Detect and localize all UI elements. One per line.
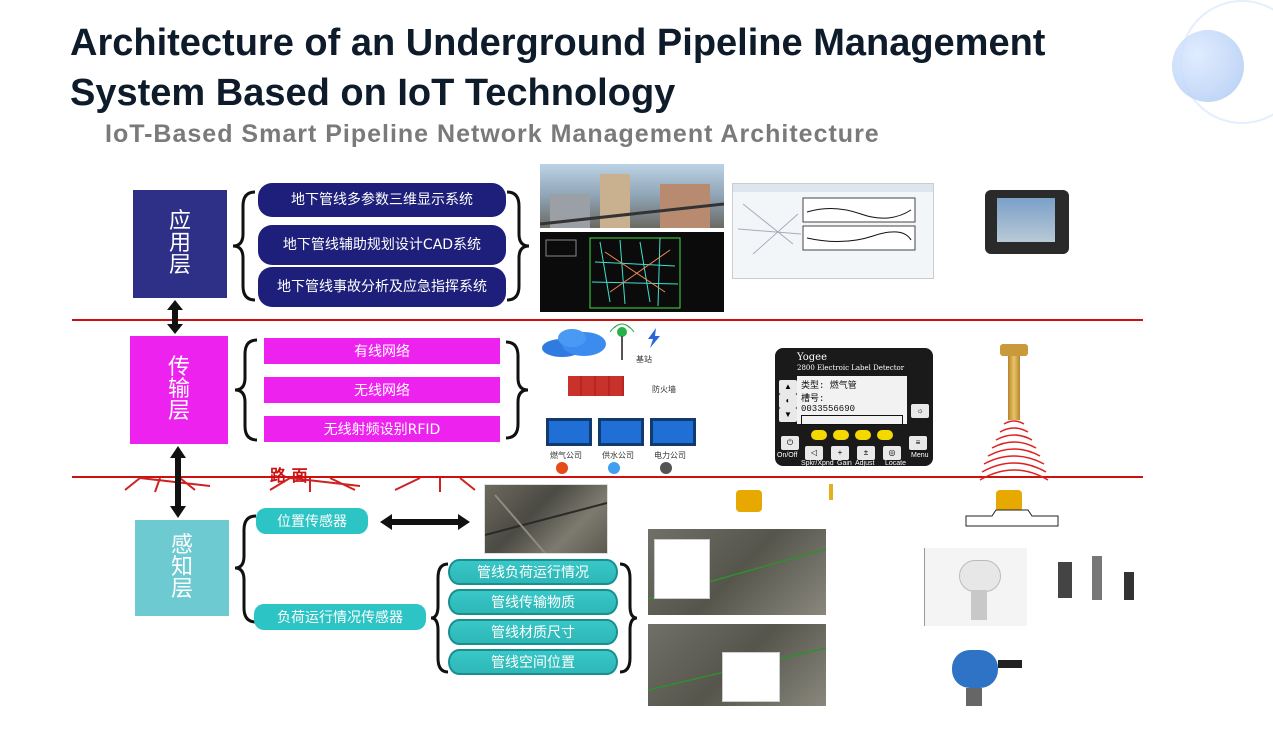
load-brace xyxy=(430,562,449,674)
contrast-button[interactable]: ◐ xyxy=(779,394,797,408)
yellow-key-3[interactable] xyxy=(855,430,871,440)
network-diagram: 基站 防火墙 燃气公司 供水公司 电力公司 xyxy=(540,322,696,474)
position-sensor-arrow xyxy=(380,514,470,530)
aerial-map-load-1 xyxy=(647,529,827,615)
accident-analysis-screenshot xyxy=(732,183,934,279)
transport-brace xyxy=(234,338,258,442)
water-drop-icon xyxy=(608,462,620,474)
gain-button[interactable]: + xyxy=(831,446,849,460)
btn-label-menu: Menu xyxy=(911,452,929,459)
rfid-probe-handle xyxy=(1000,344,1028,356)
rfid-signal-waves xyxy=(979,420,1049,481)
application-brace-right xyxy=(506,190,530,302)
gas-detector-image xyxy=(934,638,1036,710)
rfid-tag-marker-small xyxy=(736,490,762,512)
btn-label-spkr: Spkr/Xpnd xyxy=(801,460,834,467)
transport-layer-label: 传输层 xyxy=(167,355,190,424)
yellow-key-2[interactable] xyxy=(833,430,849,440)
rugged-tablet-image xyxy=(985,190,1069,254)
company-power: 电力公司 xyxy=(654,451,686,460)
detector-brand: Yogee xyxy=(797,352,827,363)
pipe-section xyxy=(965,509,1059,527)
btn-label-adjust: Adjust xyxy=(855,460,875,467)
rfid-pin xyxy=(829,484,833,500)
detector-screen: 类型: 燃气管 槽号: 0033556690 xyxy=(797,376,907,425)
sensing-layer-box: 感知层 xyxy=(135,520,229,616)
double-arrow-transport-sensing xyxy=(170,446,186,518)
sensing-layer-label: 感知层 xyxy=(170,533,193,602)
road-label: 路 面 xyxy=(270,466,308,485)
locate-button[interactable]: ◎ xyxy=(883,446,901,460)
aerial-image-position xyxy=(484,484,608,554)
company-water: 供水公司 xyxy=(602,451,634,460)
transport-item-rfid: 无线射频设别RFID xyxy=(264,416,500,442)
up-arrow-button[interactable]: ▲ xyxy=(779,380,797,394)
load-item-material: 管线材质尺寸 xyxy=(448,619,618,645)
btn-label-locate: Locate xyxy=(885,460,907,467)
position-sensor: 位置传感器 xyxy=(256,508,368,534)
yellow-key-4[interactable] xyxy=(877,430,893,440)
load-sensor: 负荷运行情况传感器 xyxy=(254,604,426,630)
firewall-icon xyxy=(568,376,624,396)
transport-item-wired: 有线网络 xyxy=(264,338,500,364)
cad-map-screenshot xyxy=(540,232,724,312)
app-item-3d-display: 地下管线多参数三维显示系统 xyxy=(258,183,506,217)
transport-item-wireless: 无线网络 xyxy=(264,377,500,403)
cloud-icon xyxy=(542,329,606,357)
load-brace-right xyxy=(619,562,638,674)
pressure-transmitter-image xyxy=(924,548,1027,626)
rfid-detector-device: Yogee 2800 Electroic Label Detector 类型: … xyxy=(775,348,933,467)
base-station-label: 基站 xyxy=(636,355,652,364)
page-title: Architecture of an Underground Pipeline … xyxy=(70,22,1046,114)
road-surface-line xyxy=(72,476,1143,478)
3d-city-screenshot xyxy=(539,164,725,228)
load-item-location: 管线空间位置 xyxy=(448,649,618,675)
page-subtitle: IoT-Based Smart Pipeline Network Managem… xyxy=(105,120,880,148)
monitor-icon-water xyxy=(598,418,644,446)
load-item-medium: 管线传输物质 xyxy=(448,589,618,615)
transport-layer-box: 传输层 xyxy=(130,336,228,444)
application-layer-box: 应用层 xyxy=(133,190,227,298)
adjust-button[interactable]: ± xyxy=(857,446,875,460)
speaker-button[interactable]: ◁ xyxy=(805,446,823,460)
rfid-probe-rod xyxy=(1008,344,1020,420)
screen-line-slot: 槽号: xyxy=(801,394,825,404)
monitor-icon-power xyxy=(650,418,696,446)
btn-label-gain: Gain xyxy=(837,460,852,467)
firewall-label: 防火墙 xyxy=(652,385,676,394)
info-popup-2 xyxy=(722,652,780,702)
layer-separator-top xyxy=(72,319,1143,321)
transport-brace-right xyxy=(505,340,529,440)
load-item-operation: 管线负荷运行情况 xyxy=(448,559,618,585)
screen-line-type: 类型: 燃气管 xyxy=(801,381,857,391)
lightning-icon xyxy=(648,328,660,348)
decorative-circle xyxy=(1172,30,1244,102)
company-gas: 燃气公司 xyxy=(550,451,582,460)
menu-button[interactable]: ≡ xyxy=(909,436,927,450)
power-button[interactable]: ⏻ xyxy=(781,436,799,450)
light-button[interactable]: ☼ xyxy=(911,404,929,418)
monitor-icon-gas xyxy=(546,418,592,446)
detector-model: 2800 Electroic Label Detector xyxy=(797,364,905,372)
base-station-icon xyxy=(609,323,635,360)
app-item-accident-analysis: 地下管线事故分析及应急指挥系统 xyxy=(258,267,506,307)
screen-line-id: 0033556690 xyxy=(801,404,856,414)
power-icon xyxy=(660,462,672,474)
pressure-sensors-image xyxy=(1046,552,1142,612)
down-arrow-button[interactable]: ▼ xyxy=(779,408,797,422)
info-popup-1 xyxy=(654,539,710,599)
road-roots xyxy=(124,477,476,493)
btn-label-onoff: On/Off xyxy=(777,452,798,459)
rfid-tag-marker xyxy=(996,490,1022,512)
sensing-brace xyxy=(234,514,257,624)
application-layer-label: 应用层 xyxy=(168,209,191,278)
aerial-map-load-2 xyxy=(647,624,827,706)
application-brace xyxy=(232,190,256,302)
fire-icon xyxy=(556,462,568,474)
yellow-key-1[interactable] xyxy=(811,430,827,440)
app-item-cad-system: 地下管线辅助规划设计CAD系统 xyxy=(258,225,506,265)
double-arrow-app-transport xyxy=(167,300,183,334)
